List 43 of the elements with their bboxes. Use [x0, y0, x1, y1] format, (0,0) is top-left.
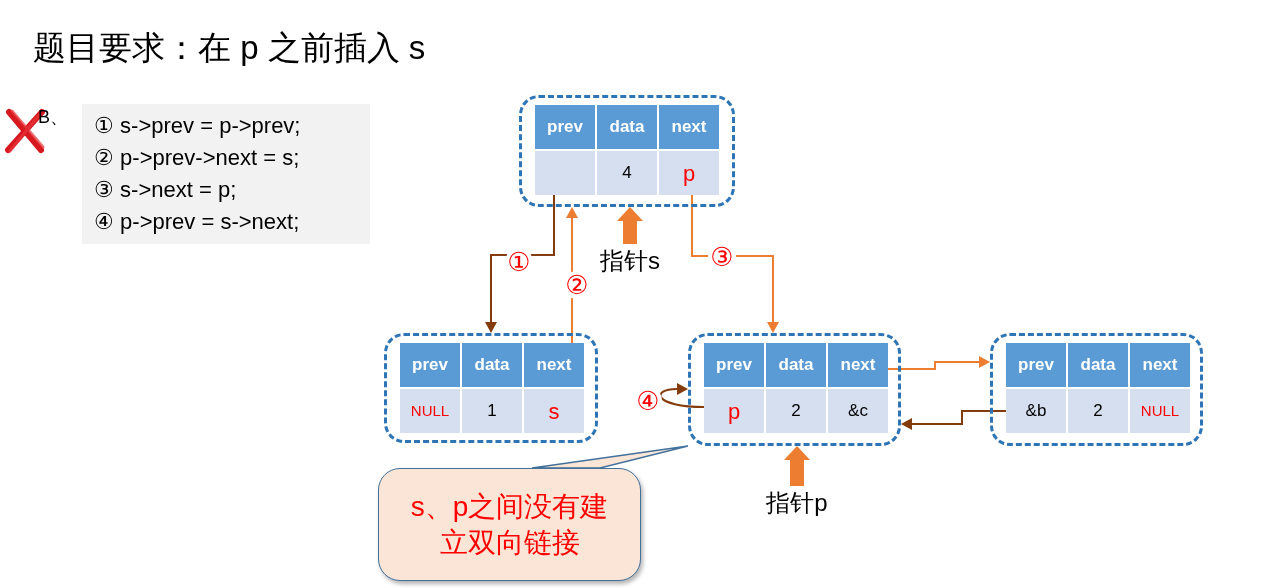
- field-header: prev: [1006, 343, 1066, 387]
- option-label: B、: [38, 106, 68, 129]
- field-header: data: [462, 343, 522, 387]
- code-line: ④ p->prev = s->next;: [94, 208, 301, 236]
- field-value: p: [659, 151, 719, 195]
- empty-field: [535, 151, 595, 195]
- field-header: next: [1130, 343, 1190, 387]
- field-header: next: [659, 105, 719, 149]
- arrow: [901, 410, 1007, 430]
- code-line: ② p->prev->next = s;: [94, 144, 301, 172]
- code-line: ③ s->next = p;: [94, 176, 238, 204]
- field-value: &c: [828, 389, 888, 433]
- field-value: 2: [766, 389, 826, 433]
- field-value: NULL: [400, 389, 460, 433]
- arrow: [659, 383, 705, 408]
- field-header: prev: [535, 105, 595, 149]
- field-value: s: [524, 389, 584, 433]
- field-value: p: [704, 389, 764, 433]
- dashed-node-frame: [384, 333, 598, 443]
- field-value: &b: [1006, 389, 1066, 433]
- arrow: [887, 356, 990, 370]
- callout-pointer: [531, 445, 689, 469]
- code-line: ① s->prev = p->prev;: [94, 112, 302, 140]
- pointer-label: 指针s: [596, 244, 664, 278]
- field-header: data: [597, 105, 657, 149]
- field-header: prev: [704, 343, 764, 387]
- callout-text: s、p之间没有建立双向链接: [409, 489, 610, 560]
- title: 题目要求：在 p 之前插入 s: [33, 28, 426, 68]
- field-header: next: [524, 343, 584, 387]
- field-value: 4: [597, 151, 657, 195]
- block-arrow: [617, 207, 643, 244]
- dashed-node-frame: [688, 333, 901, 446]
- field-value: 2: [1068, 389, 1128, 433]
- field-value: 1: [462, 389, 522, 433]
- dashed-node-frame: [519, 95, 735, 207]
- field-header: data: [766, 343, 826, 387]
- block-arrow: [784, 446, 810, 486]
- field-value: NULL: [1130, 389, 1190, 433]
- field-header: prev: [400, 343, 460, 387]
- field-header: next: [828, 343, 888, 387]
- field-header: data: [1068, 343, 1128, 387]
- dashed-node-frame: [990, 333, 1203, 446]
- pointer-label: 指针p: [763, 486, 831, 520]
